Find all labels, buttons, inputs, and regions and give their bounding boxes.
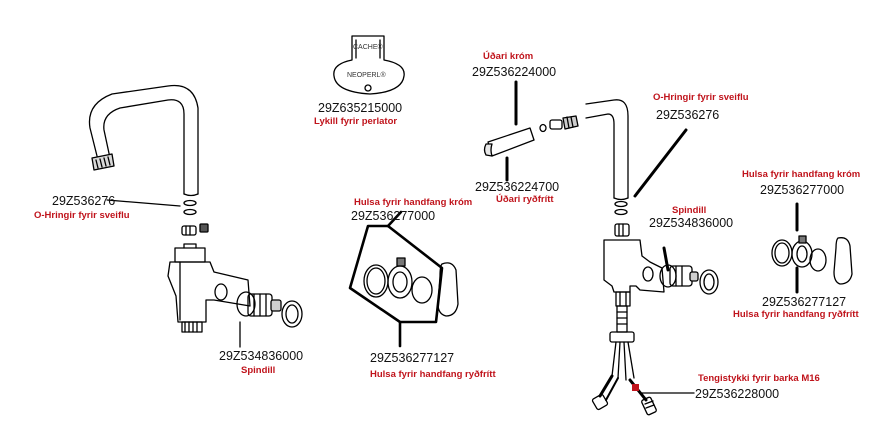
perlator-key-icon xyxy=(333,35,405,95)
left-spout xyxy=(88,84,199,197)
left-thread xyxy=(181,321,203,333)
oring-left-code: 29Z536276 xyxy=(52,194,116,208)
right-o-ring-small-icon xyxy=(771,239,793,267)
key-brand-top: CACHE® xyxy=(353,44,383,51)
udari-rydfritt-code: 29Z536224700 xyxy=(475,180,560,194)
tengistykki-code: 29Z536228000 xyxy=(695,387,780,401)
leader-hulsa-krom-mid xyxy=(386,210,403,228)
right-nut-icon xyxy=(699,269,719,295)
lykill-name: Lykill fyrir perlator xyxy=(314,116,398,127)
tengistykki-marker xyxy=(632,384,639,391)
right-o-ring-icon xyxy=(614,200,628,216)
left-nut-icon xyxy=(281,300,303,328)
right-spout xyxy=(585,99,629,201)
left-cartridge-icon xyxy=(236,291,282,317)
spindill-right-name: Spindill xyxy=(672,205,707,216)
hulsa-krom-mid-code: 29Z536277000 xyxy=(351,209,436,223)
udari-krom-code: 29Z536224000 xyxy=(472,65,557,79)
right-ring-2-icon xyxy=(809,248,827,272)
hulsa-krom-right-code: 29Z536277000 xyxy=(760,183,845,197)
oring-left-name: O-Hringir fyrir sveiflu xyxy=(34,210,130,221)
left-faucet-body xyxy=(167,243,251,333)
right-small-fitting-icon xyxy=(614,223,630,237)
middle-handle-icon xyxy=(437,262,459,317)
lykill-code: 29Z635215000 xyxy=(318,101,403,115)
spindill-left-name: Spindill xyxy=(241,365,276,376)
oring-right-code: 29Z536276 xyxy=(656,108,720,122)
hulsa-rydf-mid-code: 29Z536277127 xyxy=(370,351,455,365)
hulsa-krom-right-name: Hulsa fyrir handfang króm xyxy=(742,169,861,180)
left-small-fitting-icon xyxy=(181,223,209,236)
left-aerator-icon xyxy=(91,153,115,171)
leader-spindill-right xyxy=(662,246,670,272)
leader-oring-right xyxy=(633,128,688,198)
middle-o-ring-icon xyxy=(363,264,389,298)
hulsa-rydf-right-code: 29Z536277127 xyxy=(762,295,847,309)
sprayer-icon xyxy=(483,115,579,157)
hulsa-rydf-mid-name: Hulsa fyrir handfang ryðfrítt xyxy=(370,369,496,380)
tengistykki-name: Tengistykki fyrir barka M16 xyxy=(698,373,820,384)
key-brand-bottom: NEOPERL® xyxy=(347,72,386,79)
right-cartridge-icon xyxy=(659,264,699,288)
right-faucet-body xyxy=(603,239,665,307)
left-o-ring-icon xyxy=(183,199,197,216)
middle-sleeve-icon xyxy=(387,257,413,299)
right-handle-icon xyxy=(833,237,853,285)
leader-oring-left xyxy=(106,199,181,207)
spindill-right-code: 29Z534836000 xyxy=(649,216,734,230)
middle-ring-2-icon xyxy=(411,276,433,304)
hulsa-krom-mid-name: Hulsa fyrir handfang króm xyxy=(354,197,473,208)
udari-krom-name: Úðari króm xyxy=(483,51,534,62)
right-sleeve-icon xyxy=(791,235,813,268)
hulsa-rydf-right-name: Hulsa fyrir handfang ryðfrítt xyxy=(733,309,859,320)
supply-hoses xyxy=(591,305,657,416)
spindill-left-code: 29Z534836000 xyxy=(219,349,304,363)
udari-rydfritt-name: Úðari ryðfrítt xyxy=(496,194,554,205)
oring-right-name: O-Hringir fyrir sveiflu xyxy=(653,92,749,103)
